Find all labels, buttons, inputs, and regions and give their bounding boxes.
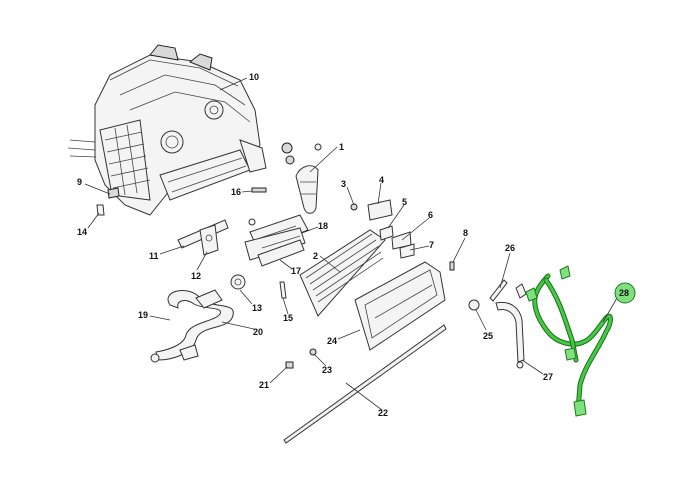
part-4-bracket[interactable] <box>367 199 393 221</box>
callout-25: 25 <box>483 331 493 341</box>
callout-13: 13 <box>252 303 262 313</box>
callout-18: 18 <box>318 221 328 231</box>
part-13-grommet[interactable] <box>230 274 246 290</box>
part-22-rod[interactable] <box>283 324 447 444</box>
callout-27: 27 <box>543 372 553 382</box>
callout-19: 19 <box>138 310 148 320</box>
callout-9: 9 <box>77 177 82 187</box>
part-21-clip[interactable] <box>285 361 294 369</box>
callout-5: 5 <box>402 197 407 207</box>
callout-21: 21 <box>259 380 269 390</box>
callout-14: 14 <box>77 227 87 237</box>
callout-4: 4 <box>379 175 384 185</box>
part-2-filter[interactable] <box>299 229 386 317</box>
leader-lines <box>84 77 618 411</box>
part-27-pipe[interactable] <box>495 283 527 369</box>
part-10-hvac-housing[interactable] <box>67 44 267 216</box>
callout-22: 22 <box>378 408 388 418</box>
part-17-pipe[interactable] <box>257 239 305 267</box>
part-23-bolt[interactable] <box>309 348 317 356</box>
callout-11: 11 <box>149 251 159 261</box>
callout-16: 16 <box>231 187 241 197</box>
part-9-clip[interactable] <box>107 187 120 199</box>
part-25-nut[interactable] <box>468 299 480 311</box>
part-26-bolt[interactable] <box>489 279 508 302</box>
callout-12: 12 <box>191 271 201 281</box>
part-1-pipe[interactable] <box>281 142 322 214</box>
part-8-bolt[interactable] <box>449 261 455 271</box>
callout-8: 8 <box>463 228 468 238</box>
callout-20: 20 <box>253 327 263 337</box>
callout-1: 1 <box>339 142 344 152</box>
part-28-refrigerant-line[interactable] <box>525 265 613 417</box>
callout-labels: 1 2 3 4 5 6 7 8 9 10 11 12 13 14 15 16 1… <box>77 72 636 418</box>
callout-6: 6 <box>428 210 433 220</box>
callout-17: 17 <box>291 266 301 276</box>
callout-28: 28 <box>619 288 629 298</box>
part-19-20-hoses[interactable] <box>150 289 234 363</box>
part-16-bolt[interactable] <box>251 187 267 193</box>
callout-10: 10 <box>249 72 259 82</box>
part-15-bolt[interactable] <box>279 281 287 299</box>
callout-2: 2 <box>313 251 318 261</box>
part-18-valve-block[interactable] <box>244 214 309 261</box>
callout-24: 24 <box>327 336 337 346</box>
callout-15: 15 <box>283 313 293 323</box>
part-24-filter-frame[interactable] <box>354 261 446 351</box>
callout-28-highlight <box>614 282 636 304</box>
part-14-bolt[interactable] <box>96 204 105 216</box>
part-12-bracket[interactable] <box>199 224 219 256</box>
callout-3: 3 <box>341 179 346 189</box>
callout-23: 23 <box>322 365 332 375</box>
callout-26: 26 <box>505 243 515 253</box>
callout-7: 7 <box>429 240 434 250</box>
part-7-clip[interactable] <box>399 243 415 259</box>
part-5-clip[interactable] <box>379 225 394 241</box>
